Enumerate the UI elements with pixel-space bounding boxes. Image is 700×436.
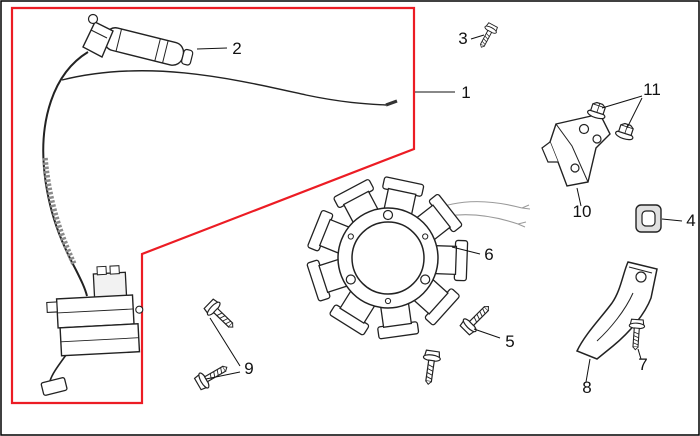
wire-spring-guard: [42, 157, 77, 266]
callout-labels: 1 2 3 4 5 6 7 8 9 10 11: [232, 29, 695, 397]
lead-terminal: [385, 99, 398, 107]
coil-terminal: [40, 377, 68, 396]
callout-3: 3: [458, 29, 467, 48]
leader-8: [585, 358, 591, 383]
callout-10: 10: [573, 202, 592, 221]
part-stator: [306, 175, 531, 340]
part-spark-plug-cap: [82, 13, 194, 66]
leader-11a: [601, 95, 643, 109]
leader-3: [470, 34, 485, 40]
highlight-outline: [10, 6, 416, 405]
part-bracket-10: [541, 113, 611, 187]
callout-9: 9: [244, 359, 253, 378]
part-bracket-8: [575, 261, 658, 360]
wires: [42, 51, 398, 382]
leader-lines: [196, 34, 683, 383]
callout-4: 4: [686, 211, 695, 230]
leader-4: [661, 218, 683, 222]
leader-9a: [209, 317, 241, 367]
leader-11b: [626, 97, 643, 129]
callout-7: 7: [638, 355, 647, 374]
part-grommet-4: [635, 204, 662, 233]
leader-10: [576, 187, 582, 207]
leader-7: [637, 348, 642, 360]
long-lead-wire: [61, 70, 387, 106]
leader-2: [196, 47, 228, 50]
leader-6: [451, 246, 481, 255]
part-ignition-coil: [40, 265, 144, 396]
callout-2: 2: [232, 39, 241, 58]
callout-8: 8: [582, 378, 591, 397]
coil-ground-wire: [49, 354, 67, 382]
leader-5: [473, 328, 501, 339]
wire-strands: [517, 204, 531, 228]
callout-6: 6: [484, 245, 493, 264]
callout-1: 1: [461, 83, 470, 102]
callout-5: 5: [505, 332, 514, 351]
leader-9b: [205, 371, 241, 380]
callout-11: 11: [643, 80, 661, 99]
